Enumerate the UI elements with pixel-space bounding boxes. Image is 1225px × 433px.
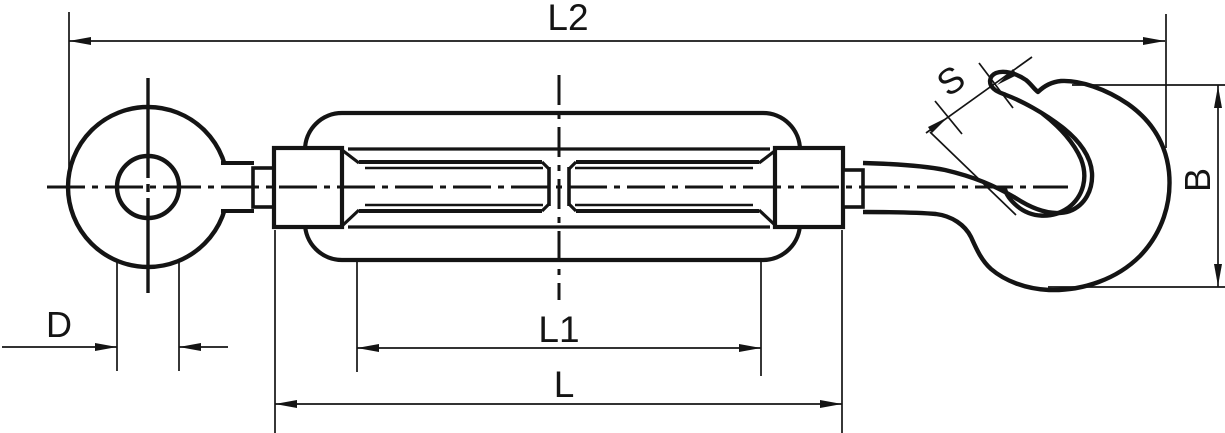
- arrow-left-icon: [357, 344, 379, 352]
- cone-bottom: [340, 208, 361, 228]
- dimension-label-s: S: [929, 57, 973, 104]
- arrow-left-icon: [69, 37, 91, 45]
- arrow-down-icon: [1214, 264, 1222, 286]
- arrow-right-icon: [739, 344, 761, 352]
- dimension-l: L: [274, 230, 843, 433]
- arrow-left-icon: [275, 400, 297, 408]
- dimension-label-b: B: [1177, 168, 1218, 192]
- cone-top: [341, 148, 360, 165]
- hook-silhouette: [862, 69, 1172, 293]
- arrow-left-icon: [179, 343, 201, 351]
- extension-tick-outer: [978, 62, 1014, 109]
- extension-tick-inner: [934, 100, 963, 135]
- dimension-label-l: L: [554, 364, 575, 405]
- dimension-l1: L1: [356, 258, 762, 376]
- arrow-right-icon: [1143, 37, 1165, 45]
- dimension-label-l1: L1: [538, 309, 579, 350]
- arrow-lower-icon: [928, 117, 948, 133]
- hook-end: [862, 69, 1172, 293]
- dimension-d: D: [2, 213, 228, 371]
- centerlines: [47, 75, 1068, 300]
- threaded-rod-left: [340, 148, 551, 228]
- extension-leader: [929, 131, 1017, 216]
- turnbuckle-body: [302, 110, 803, 263]
- dimension-b: B: [1048, 84, 1225, 288]
- arrow-upper-icon: [997, 69, 1017, 85]
- dimension-label-l2: L2: [547, 0, 588, 38]
- dimension-l2: L2: [68, 0, 1167, 185]
- hook-groove-inner-edge: [1002, 111, 1087, 218]
- arrow-up-icon: [1214, 86, 1222, 108]
- arrow-right-icon: [95, 343, 117, 351]
- dimension-label-d: D: [46, 304, 72, 345]
- body-outline: [302, 110, 803, 263]
- arrow-right-icon: [820, 400, 842, 408]
